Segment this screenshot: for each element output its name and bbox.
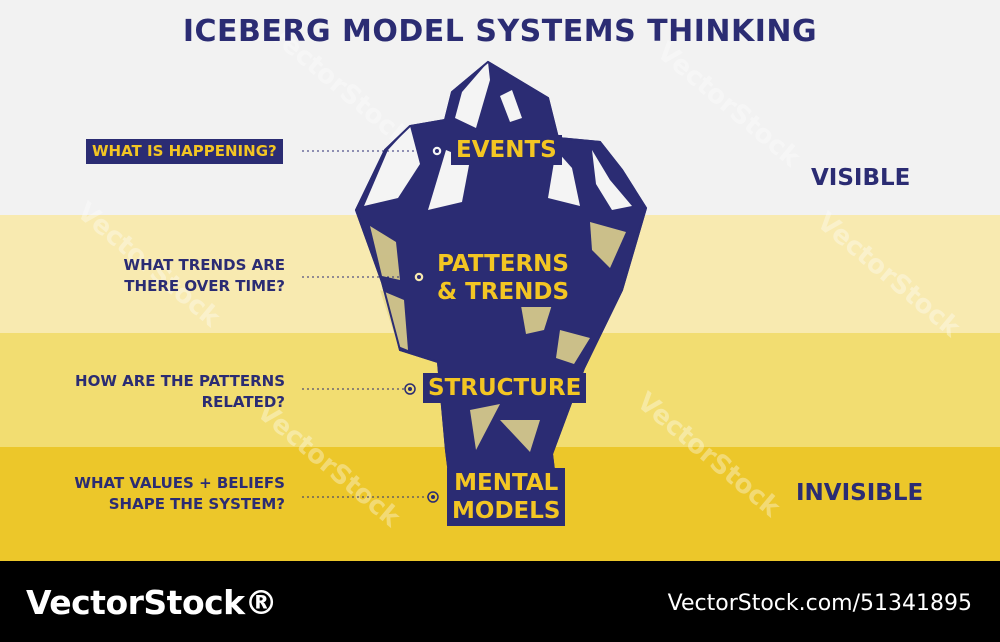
footer-bar	[0, 561, 1000, 642]
invisible-label: INVISIBLE	[796, 480, 924, 506]
level-mental-models-label: MENTAL MODELS	[447, 468, 566, 526]
question-patterns: WHAT TRENDS ARE THERE OVER TIME?	[123, 256, 285, 295]
question-mental-models: WHAT VALUES + BELIEFS SHAPE THE SYSTEM?	[74, 474, 285, 513]
image-id: VectorStock.com/51341895	[667, 591, 972, 616]
question-events: WHAT IS HAPPENING?	[86, 139, 283, 164]
visible-label: VISIBLE	[811, 165, 911, 191]
connector-lines	[302, 150, 434, 498]
question-structure: HOW ARE THE PATTERNS RELATED?	[75, 372, 285, 411]
diagram-title: ICEBERG MODEL SYSTEMS THINKING	[182, 14, 818, 49]
connector-markers	[404, 145, 443, 503]
level-patterns-label: PATTERNS & TRENDS	[432, 249, 575, 307]
iceberg-underwater-facets	[370, 222, 626, 452]
brand-logo: VectorStock®	[26, 583, 278, 622]
level-events-label: EVENTS	[451, 135, 562, 165]
level-structure-label: STRUCTURE	[423, 373, 587, 403]
